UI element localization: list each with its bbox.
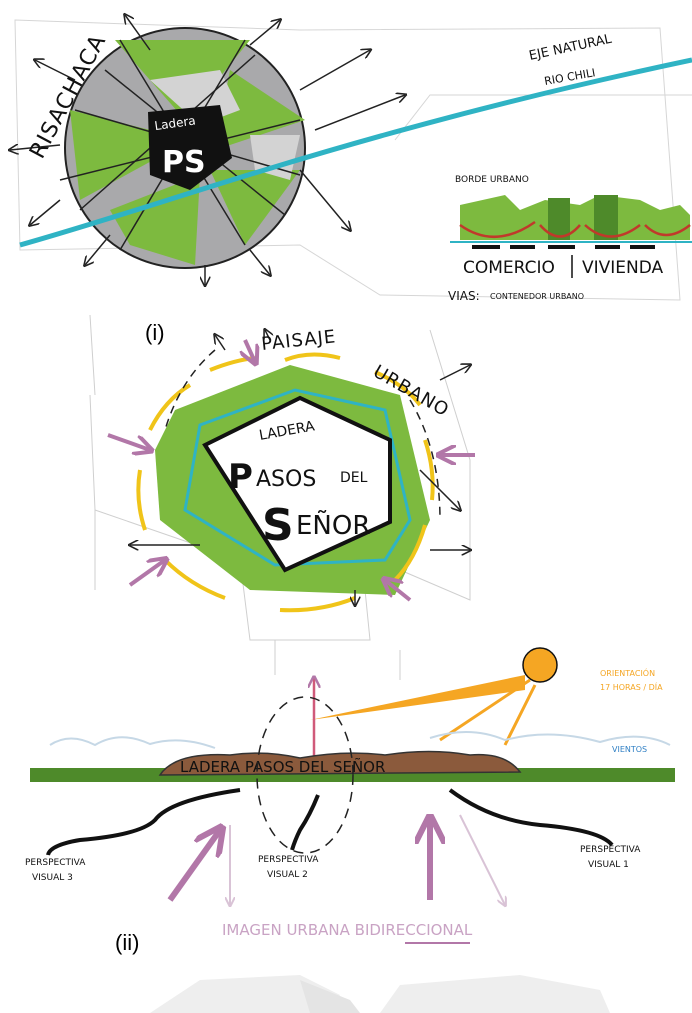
hill-label: LADERA PASOS DEL SEÑOR — [180, 757, 385, 776]
center-small-label: Ladera — [154, 113, 197, 133]
vientos-label: VIENTOS — [612, 745, 647, 754]
persp-line-1 — [448, 788, 614, 847]
borde-label: BORDE URBANO — [455, 175, 529, 185]
persp-line-3 — [46, 788, 241, 856]
persp1-line1: PERSPECTIVA — [580, 845, 641, 855]
persp3-line1: PERSPECTIVA — [25, 858, 86, 868]
vivienda-label: VIVIENDA — [582, 258, 664, 278]
persp2-line1: PERSPECTIVA — [258, 855, 319, 865]
persp3-line2: VISUAL 3 — [32, 873, 73, 883]
paper-outline — [394, 94, 692, 141]
paper-outline — [14, 19, 681, 301]
hill — [158, 750, 522, 776]
middle-sketch: PAISAJE URBANO LADERA P ASOS DEL S EÑOR — [89, 314, 475, 641]
view-circle — [256, 696, 354, 854]
panel-label-ii: (ii) — [115, 930, 139, 955]
pasos-rest: ASOS — [256, 467, 316, 492]
green-zone — [215, 70, 305, 150]
borde-urbano-section: BORDE URBANO COMERCIO VIVIENDA VIAS: CON… — [448, 175, 692, 303]
axis-label-1: EJE NATURAL — [528, 32, 614, 64]
wind-clouds — [49, 730, 671, 749]
pasos-first: P — [228, 457, 253, 497]
sun-note-2: 17 HORAS / DÍA — [600, 681, 663, 692]
sun — [522, 647, 558, 683]
panel-label-i: (i) — [145, 320, 165, 345]
top-sketch: Ladera PS RISACHACA EJE NATURAL RIO CHIL… — [10, 15, 692, 303]
watermark — [150, 975, 610, 1013]
bottom-sketch: ORIENTACIÓN 17 HORAS / DÍA VIENTOS LADER… — [25, 640, 675, 944]
green-zone — [210, 170, 300, 245]
center-pentagon — [148, 105, 232, 190]
teal-ring — [183, 388, 412, 567]
persp-line-2 — [290, 794, 320, 851]
river-axis — [19, 57, 692, 248]
senor-first: S — [262, 500, 294, 551]
senor-rest: EÑOR — [296, 509, 370, 541]
vias-label: VIAS: — [448, 289, 480, 303]
persp2-line2: VISUAL 2 — [267, 870, 308, 880]
sun-ray — [310, 675, 525, 720]
imagen-label: IMAGEN URBANA BIDIRECCIONAL — [222, 921, 473, 939]
del-label: DEL — [340, 470, 368, 486]
contenedor-label: CONTENEDOR URBANO — [490, 292, 584, 301]
paisaje-label: PAISAJE — [260, 326, 337, 355]
center-big-label: PS — [162, 145, 206, 180]
sun-note-1: ORIENTACIÓN — [600, 667, 655, 678]
inner-pentagon — [202, 395, 392, 573]
comercio-label: COMERCIO — [463, 258, 555, 278]
persp1-line2: VISUAL 1 — [588, 860, 629, 870]
